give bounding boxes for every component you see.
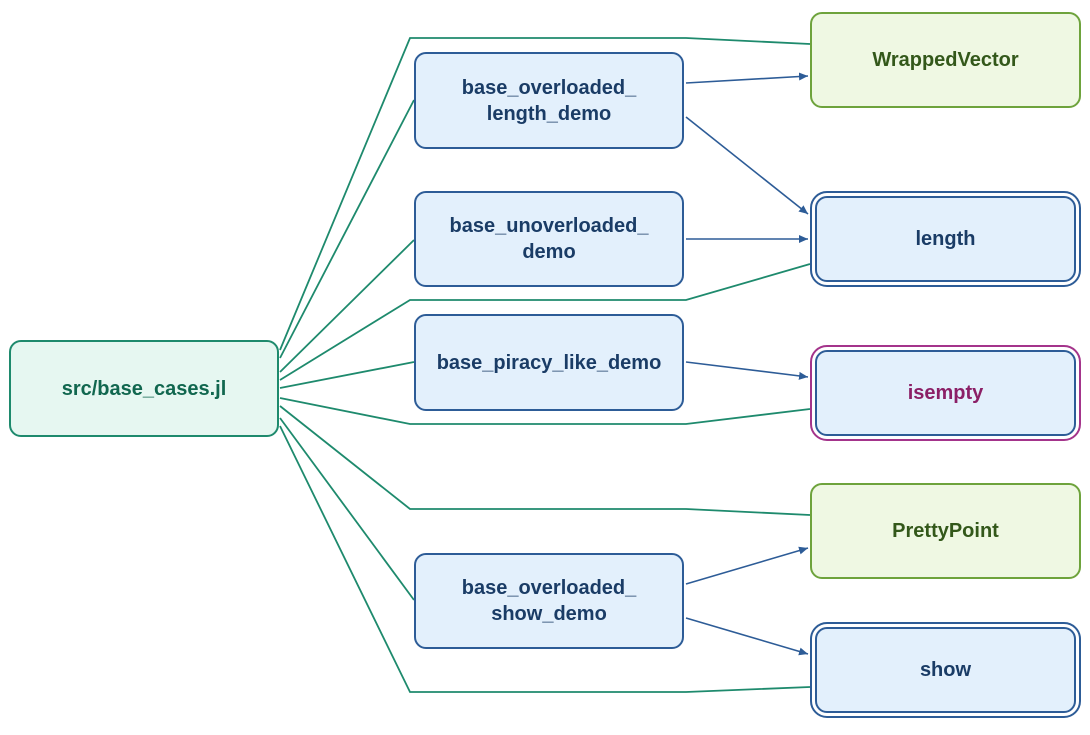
edge-overloaded-show-demo-to-show bbox=[685, 617, 809, 656]
file-node-base-cases[interactable]: src/base_cases.jl bbox=[9, 340, 279, 437]
function-node-base-piracy-like-demo[interactable]: base_piracy_like_demo bbox=[414, 314, 684, 411]
edge-overloaded-length-demo-to-wrapped-vector bbox=[685, 72, 809, 84]
function-node-base-overloaded-show-demo[interactable]: base_overloaded_ show_demo bbox=[414, 553, 684, 649]
edge-file-to-overloaded-length-demo bbox=[279, 99, 415, 359]
edge-file-to-overloaded-show-demo bbox=[279, 417, 415, 601]
edge-file-to-pretty-point bbox=[279, 405, 811, 516]
edge-file-to-length bbox=[279, 263, 811, 381]
edge-file-to-wrapped-vector bbox=[279, 37, 811, 351]
base-function-node-length[interactable]: length bbox=[810, 191, 1081, 287]
edge-file-to-unoverloaded-demo bbox=[279, 239, 415, 373]
base-function-node-show[interactable]: show bbox=[810, 622, 1081, 718]
edge-piracy-like-demo-to-isempty bbox=[685, 361, 809, 380]
edge-file-to-show bbox=[279, 425, 811, 693]
edge-file-to-piracy-like-demo bbox=[279, 361, 415, 389]
type-node-wrapped-vector[interactable]: WrappedVector bbox=[810, 12, 1081, 108]
function-node-base-overloaded-length-demo[interactable]: base_overloaded_ length_demo bbox=[414, 52, 684, 149]
edge-overloaded-length-demo-to-length bbox=[685, 116, 809, 215]
edge-file-to-isempty bbox=[279, 397, 811, 425]
function-node-base-unoverloaded-demo[interactable]: base_unoverloaded_ demo bbox=[414, 191, 684, 287]
edge-overloaded-show-demo-to-pretty-point bbox=[685, 546, 809, 585]
base-function-node-isempty[interactable]: isempty bbox=[810, 345, 1081, 441]
type-node-pretty-point[interactable]: PrettyPoint bbox=[810, 483, 1081, 579]
